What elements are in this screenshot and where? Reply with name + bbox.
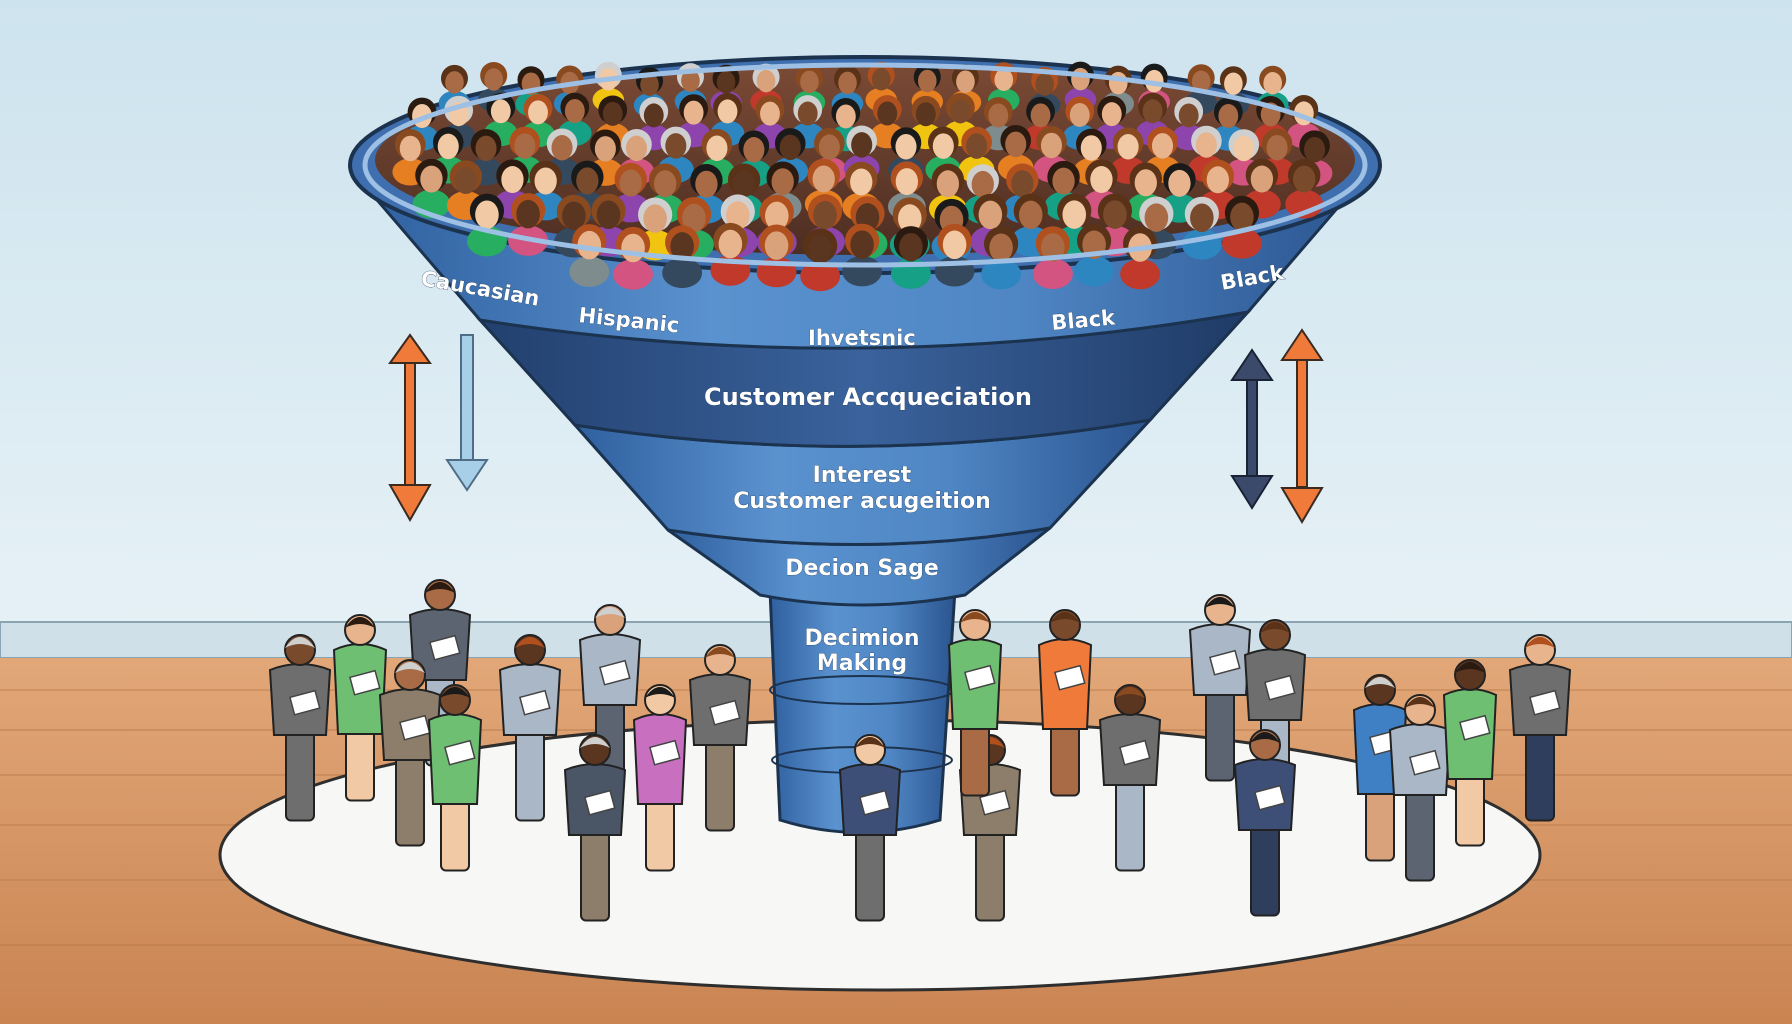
business-person: [427, 684, 483, 872]
crowd-person: [1032, 226, 1073, 290]
business-person: [563, 734, 627, 922]
down-arrow-light-blue-icon: [445, 334, 489, 492]
stage-label-interest-line1: Interest: [813, 463, 912, 488]
business-person: [838, 734, 902, 922]
crowd-person: [981, 226, 1022, 290]
crowd-person: [466, 193, 507, 257]
business-person: [688, 644, 752, 832]
stage-label-decision-stage: Decion Sage: [785, 556, 939, 581]
business-people-group: [268, 579, 1572, 922]
double-arrow-orange-icon: [388, 333, 432, 523]
crowd-person: [800, 228, 841, 292]
business-person: [1188, 594, 1252, 782]
business-person: [268, 634, 332, 822]
double-arrow-navy-icon: [1230, 348, 1274, 510]
crowd-person: [1181, 196, 1222, 260]
double-arrow-orange-icon: [1280, 328, 1324, 524]
crowd-person: [790, 95, 825, 149]
business-person: [1037, 609, 1093, 797]
business-person: [1508, 634, 1572, 822]
crowd-of-people: [392, 61, 1333, 292]
stage-label-decision-making-line1: Decimion: [804, 626, 919, 651]
rim-label-middle: Ihvetsnic: [808, 326, 916, 350]
business-person: [498, 634, 562, 822]
business-person: [947, 609, 1003, 797]
stage-label-acquisition: Customer Accqueciation: [704, 383, 1032, 411]
business-person: [1098, 684, 1162, 872]
stage-label-interest-line2: Customer acugeition: [733, 489, 990, 514]
stage-label-decision-making-line2: Making: [817, 651, 907, 676]
crowd-person: [1221, 195, 1262, 259]
business-person: [332, 614, 388, 802]
funnel-rim-inner-edge: [362, 62, 1368, 268]
business-person: [1388, 694, 1452, 882]
crowd-person: [842, 223, 883, 287]
business-person: [632, 684, 688, 872]
business-person: [1233, 729, 1297, 917]
rim-label-black-center: Black: [1050, 305, 1117, 335]
business-person: [1442, 659, 1498, 847]
business-person: [378, 659, 442, 847]
crowd-person: [662, 225, 703, 289]
